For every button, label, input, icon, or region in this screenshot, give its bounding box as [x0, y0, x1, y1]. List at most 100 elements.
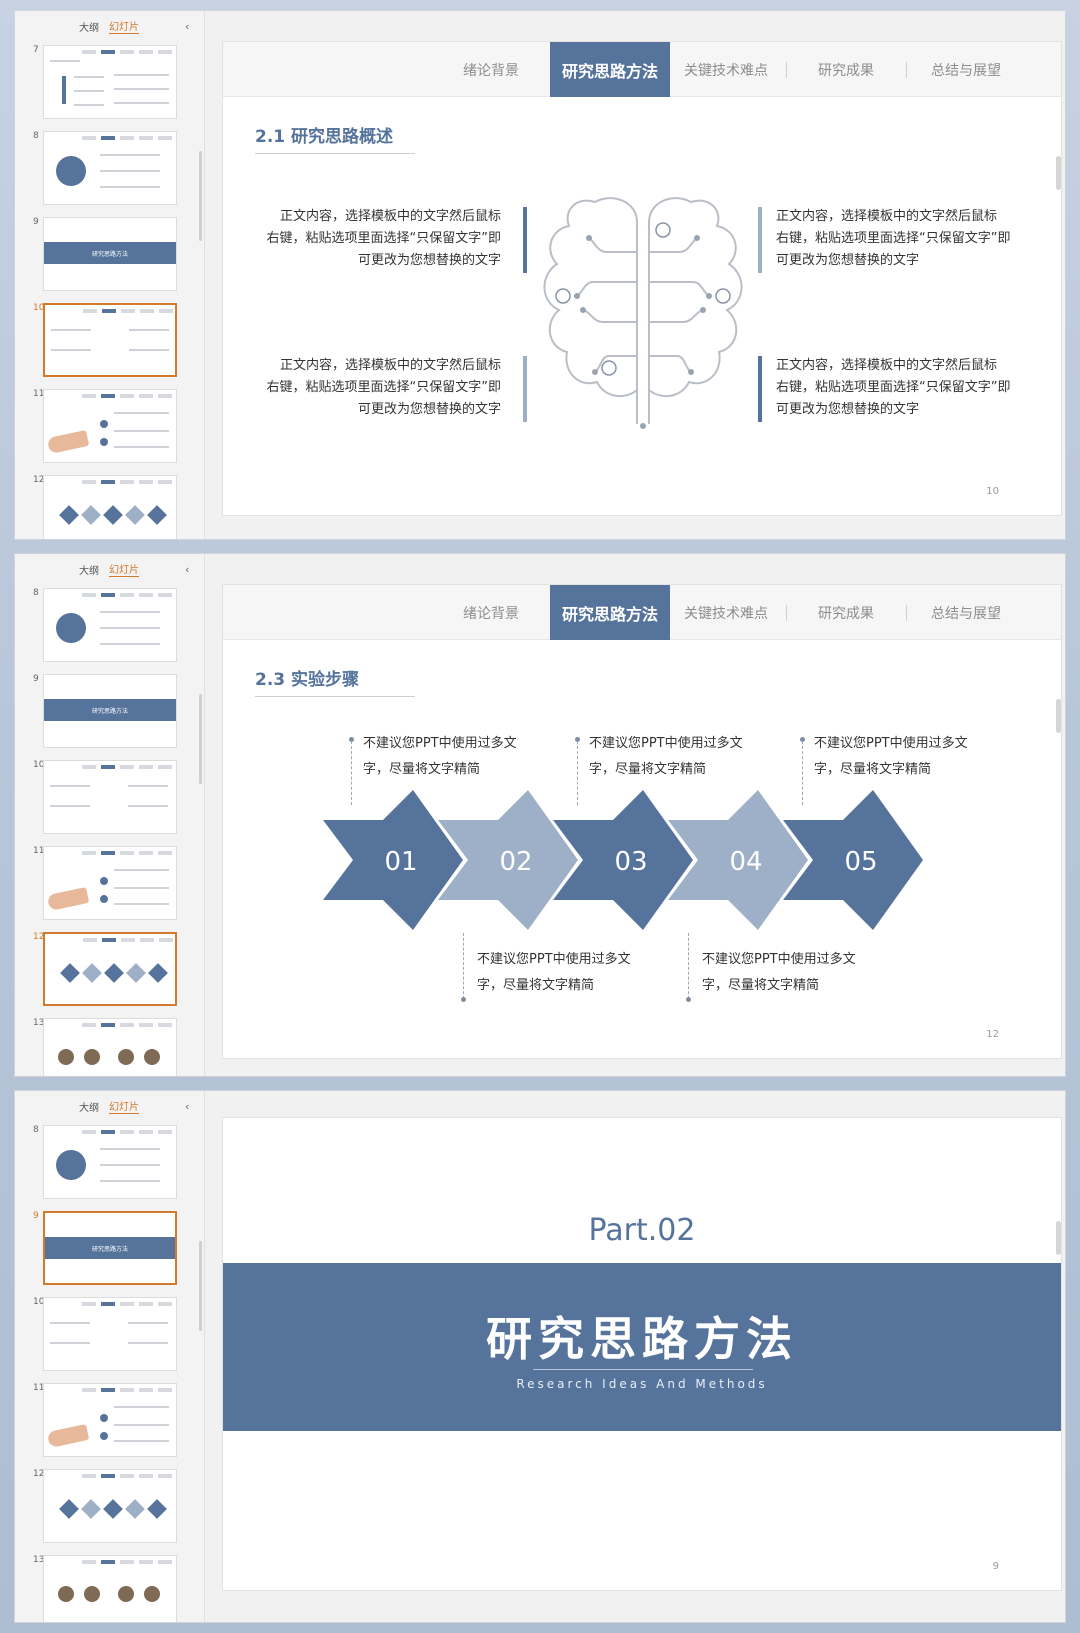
tab-slides[interactable]: 幻灯片	[109, 561, 139, 577]
main-scrollbar[interactable]	[1056, 156, 1061, 190]
thumbnail-item[interactable]: 12	[15, 1465, 204, 1551]
tab-slides[interactable]: 幻灯片	[109, 18, 139, 34]
slide-thumbnail[interactable]	[43, 1018, 177, 1076]
slide-thumbnail[interactable]	[43, 45, 177, 119]
divider	[533, 1369, 753, 1370]
slide-nav-bar: 绪论背景 研究思路方法 关键技术难点 研究成果 总结与展望	[223, 42, 1061, 97]
thumbnail-item[interactable]: 11	[15, 1379, 204, 1465]
thumbnail-item[interactable]: 8	[15, 584, 204, 670]
thumbnail-number: 12	[33, 932, 45, 942]
thumbnail-sidebar: 大纲 幻灯片 ‹ 7 8	[15, 11, 205, 539]
slide-thumbnail[interactable]	[43, 588, 177, 662]
thumbnail-item[interactable]: 12	[15, 471, 204, 539]
step-number-03: 03	[614, 847, 648, 877]
slide-thumbnail[interactable]	[43, 303, 177, 377]
text-line: 字，尽量将文字精简	[589, 762, 707, 777]
page-number: 10	[986, 486, 999, 497]
text-line: 字，尽量将文字精简	[702, 978, 820, 993]
sidebar-scrollbar[interactable]	[199, 151, 202, 241]
slide-thumbnail[interactable]	[43, 1383, 177, 1457]
thumbnail-number: 7	[33, 45, 39, 55]
thumbnail-number: 10	[33, 760, 45, 770]
note-dot	[800, 737, 805, 742]
slide-thumbnail[interactable]	[43, 475, 177, 539]
thumbnail-number: 11	[33, 389, 45, 399]
thumbnail-number: 9	[33, 217, 39, 227]
tab-outline[interactable]: 大纲	[79, 22, 99, 34]
slide-canvas[interactable]: Part.02 研究思路方法 Research Ideas And Method…	[222, 1117, 1062, 1591]
sidebar-scrollbar[interactable]	[199, 1241, 202, 1331]
sidebar-tabs: 大纲 幻灯片 ‹	[15, 1091, 204, 1121]
slide-thumbnail[interactable]	[43, 846, 177, 920]
slide-canvas[interactable]: 绪论背景 研究思路方法 关键技术难点 研究成果 总结与展望 2.1 研究思路概述…	[222, 41, 1062, 516]
thumbnail-item[interactable]: 10	[15, 1293, 204, 1379]
thumbnail-item[interactable]: 8	[15, 127, 204, 213]
collapse-sidebar-icon[interactable]: ‹	[185, 562, 190, 576]
slide-thumbnail[interactable]: 研究思路方法	[43, 217, 177, 291]
slide-thumbnail[interactable]: 研究思路方法	[43, 1211, 177, 1285]
note-connector	[463, 933, 464, 999]
thumbnail-item[interactable]: 11	[15, 842, 204, 928]
thumbnail-item-selected[interactable]: 9 研究思路方法	[15, 1207, 204, 1293]
step-arrow-02	[438, 790, 578, 930]
slide-thumbnail[interactable]	[43, 1297, 177, 1371]
step-arrow-01	[323, 790, 463, 930]
tab-outline[interactable]: 大纲	[79, 565, 99, 577]
slide-editor-window-2: 大纲 幻灯片 ‹ 8 9 研究思路方法 10	[14, 553, 1066, 1077]
slide-thumbnail[interactable]	[43, 1125, 177, 1199]
collapse-sidebar-icon[interactable]: ‹	[185, 19, 190, 33]
thumbnail-item[interactable]: 9 研究思路方法	[15, 213, 204, 299]
part-label: Part.02	[588, 1213, 696, 1248]
text-line: 不建议您PPT中使用过多文	[477, 952, 631, 967]
thumbnail-item[interactable]: 7	[15, 41, 204, 127]
slide-thumbnail[interactable]	[43, 389, 177, 463]
collapse-sidebar-icon[interactable]: ‹	[185, 1099, 190, 1113]
thumbnail-item[interactable]: 10	[15, 756, 204, 842]
thumbnail-sidebar: 大纲 幻灯片 ‹ 8 9 研究思路方法 10	[15, 1091, 205, 1622]
text-block-bottom-right: 正文内容，选择模板中的文字然后鼠标 右键，粘贴选项里面选择“只保留文字”即 可更…	[776, 355, 1036, 421]
thumbnail-title: 研究思路方法	[91, 251, 128, 258]
slide-thumbnail[interactable]	[43, 1555, 177, 1622]
nav-tab-methods: 研究思路方法	[550, 42, 670, 97]
slide-thumbnail[interactable]: 研究思路方法	[43, 674, 177, 748]
tab-outline[interactable]: 大纲	[79, 1102, 99, 1114]
text-line: 右键，粘贴选项里面选择“只保留文字”即	[266, 380, 501, 395]
slide-canvas[interactable]: 绪论背景 研究思路方法 关键技术难点 研究成果 总结与展望 2.3 实验步骤 0…	[222, 584, 1062, 1059]
nav-tab-key-tech: 关键技术难点	[684, 605, 768, 622]
slide-thumbnail[interactable]	[43, 760, 177, 834]
step-arrow-04	[668, 790, 808, 930]
thumbnail-item[interactable]: 11	[15, 385, 204, 471]
thumbnail-item-selected[interactable]: 10	[15, 299, 204, 385]
main-scrollbar[interactable]	[1056, 699, 1061, 733]
sidebar-scrollbar[interactable]	[199, 694, 202, 784]
text-line: 不建议您PPT中使用过多文	[589, 736, 743, 751]
note-dot	[686, 997, 691, 1002]
thumbnail-number: 8	[33, 588, 39, 598]
accent-bar	[523, 207, 527, 273]
thumbnail-item[interactable]: 13	[15, 1551, 204, 1622]
thumbnail-number: 11	[33, 846, 45, 856]
tab-slides[interactable]: 幻灯片	[109, 1098, 139, 1114]
note-connector	[688, 933, 689, 999]
nav-tab-background: 绪论背景	[463, 605, 519, 622]
note-connector	[802, 741, 803, 805]
thumbnail-item[interactable]: 9 研究思路方法	[15, 670, 204, 756]
text-line: 可更改为您想替换的文字	[357, 253, 501, 268]
text-block-top-right: 正文内容，选择模板中的文字然后鼠标 右键，粘贴选项里面选择“只保留文字”即 可更…	[776, 206, 1036, 272]
thumbnail-number: 12	[33, 475, 45, 485]
thumbnail-item[interactable]: 8	[15, 1121, 204, 1207]
main-scrollbar[interactable]	[1056, 1221, 1061, 1255]
slide-thumbnail[interactable]	[43, 932, 177, 1006]
slide-thumbnail[interactable]	[43, 131, 177, 205]
step-number-01: 01	[384, 847, 418, 877]
nav-tab-methods: 研究思路方法	[550, 585, 670, 640]
thumbnail-item-selected[interactable]: 12	[15, 928, 204, 1014]
brain-illustration	[543, 197, 743, 429]
step-note-3: 不建议您PPT中使用过多文 字，尽量将文字精简	[589, 731, 769, 783]
text-line: 字，尽量将文字精简	[477, 978, 595, 993]
step-number-05: 05	[844, 847, 878, 877]
slide-thumbnail[interactable]	[43, 1469, 177, 1543]
sidebar-tabs: 大纲 幻灯片 ‹	[15, 554, 204, 584]
thumbnail-item[interactable]: 13	[15, 1014, 204, 1076]
thumbnail-number: 10	[33, 1297, 45, 1307]
